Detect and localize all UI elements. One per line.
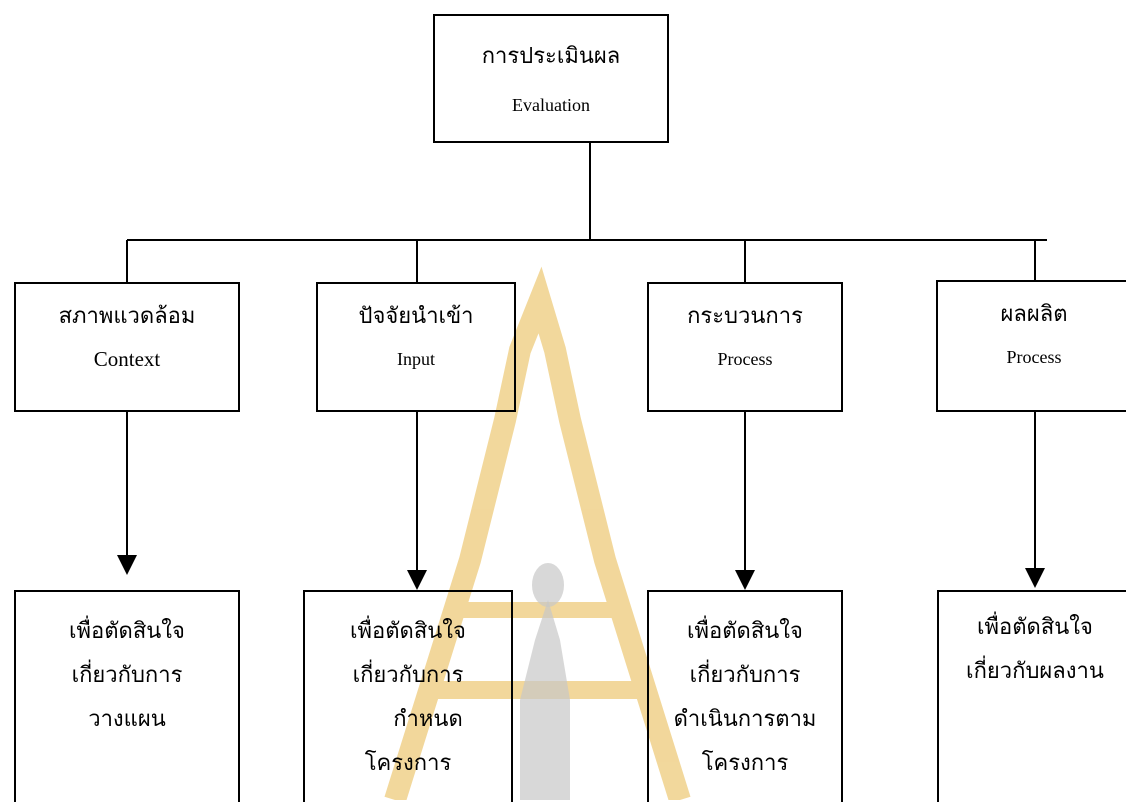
input-decision-line: เพื่อตัดสินใจ bbox=[350, 619, 466, 644]
product-decision-line: เกี่ยวกับผลงาน bbox=[966, 659, 1104, 684]
arrow-head-product bbox=[1025, 568, 1045, 588]
watermark-logo bbox=[384, 266, 691, 800]
evaluation-english-label: Evaluation bbox=[512, 94, 590, 115]
product-decision-box: เพื่อตัดสินใจ เกี่ยวกับผลงาน bbox=[937, 590, 1126, 802]
process-decision-line: ดำเนินการตาม bbox=[673, 707, 817, 732]
input-box: ปัจจัยนำเข้า Input bbox=[316, 282, 516, 412]
process-decision-line: เกี่ยวกับการ bbox=[689, 663, 801, 688]
process-english-label: Process bbox=[717, 349, 773, 369]
context-decision-line: วางแผน bbox=[88, 707, 166, 732]
arrow-head-input bbox=[407, 570, 427, 590]
product-box: ผลผลิต Process bbox=[936, 280, 1126, 412]
input-thai-label: ปัจจัยนำเข้า bbox=[358, 304, 474, 329]
product-decision-line: เพื่อตัดสินใจ bbox=[977, 615, 1093, 640]
process-thai-label: กระบวนการ bbox=[687, 304, 803, 329]
evaluation-thai-label: การประเมินผล bbox=[481, 43, 621, 69]
context-english-label: Context bbox=[93, 347, 161, 371]
product-english-label: Process bbox=[1006, 347, 1062, 367]
process-decision-line: เพื่อตัดสินใจ bbox=[687, 619, 803, 644]
context-decision-box: เพื่อตัดสินใจ เกี่ยวกับการ วางแผน bbox=[14, 590, 240, 802]
input-decision-line: เกี่ยวกับการ bbox=[352, 663, 464, 688]
process-box: กระบวนการ Process bbox=[647, 282, 843, 412]
evaluation-box: การประเมินผล Evaluation bbox=[433, 14, 669, 143]
input-decision-line: กำหนด bbox=[393, 707, 463, 732]
arrow-head-context bbox=[117, 555, 137, 575]
input-english-label: Input bbox=[397, 349, 435, 369]
context-decision-line: เกี่ยวกับการ bbox=[71, 663, 183, 688]
process-decision-box: เพื่อตัดสินใจ เกี่ยวกับการ ดำเนินการตาม … bbox=[647, 590, 843, 802]
input-decision-box: เพื่อตัดสินใจ เกี่ยวกับการ กำหนด โครงการ bbox=[303, 590, 513, 802]
context-box: สภาพแวดล้อม Context bbox=[14, 282, 240, 412]
arrow-head-process bbox=[735, 570, 755, 590]
process-decision-line: โครงการ bbox=[701, 751, 789, 776]
input-decision-line: โครงการ bbox=[364, 751, 452, 776]
context-decision-line: เพื่อตัดสินใจ bbox=[69, 619, 185, 644]
context-thai-label: สภาพแวดล้อม bbox=[58, 304, 196, 329]
product-thai-label: ผลผลิต bbox=[1000, 302, 1068, 327]
